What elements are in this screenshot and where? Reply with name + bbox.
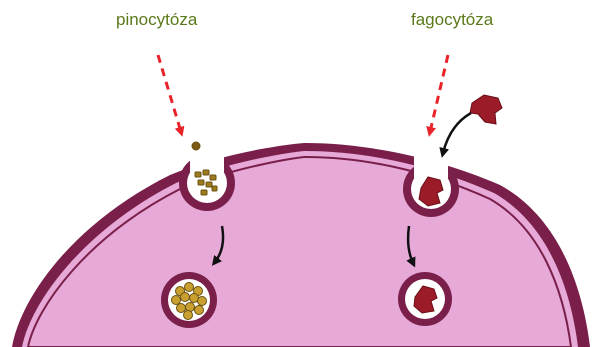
cell xyxy=(12,143,590,347)
phagocytosis-guide-arrow xyxy=(430,55,448,132)
cytoplasm xyxy=(22,151,578,347)
phagocytic-vesicle xyxy=(398,272,452,326)
pinocytotic-vesicle xyxy=(161,272,217,328)
pinocytosis-guide-arrow xyxy=(158,55,181,132)
particle-approach-arrow xyxy=(443,113,471,153)
free-solid-particle xyxy=(470,95,502,124)
